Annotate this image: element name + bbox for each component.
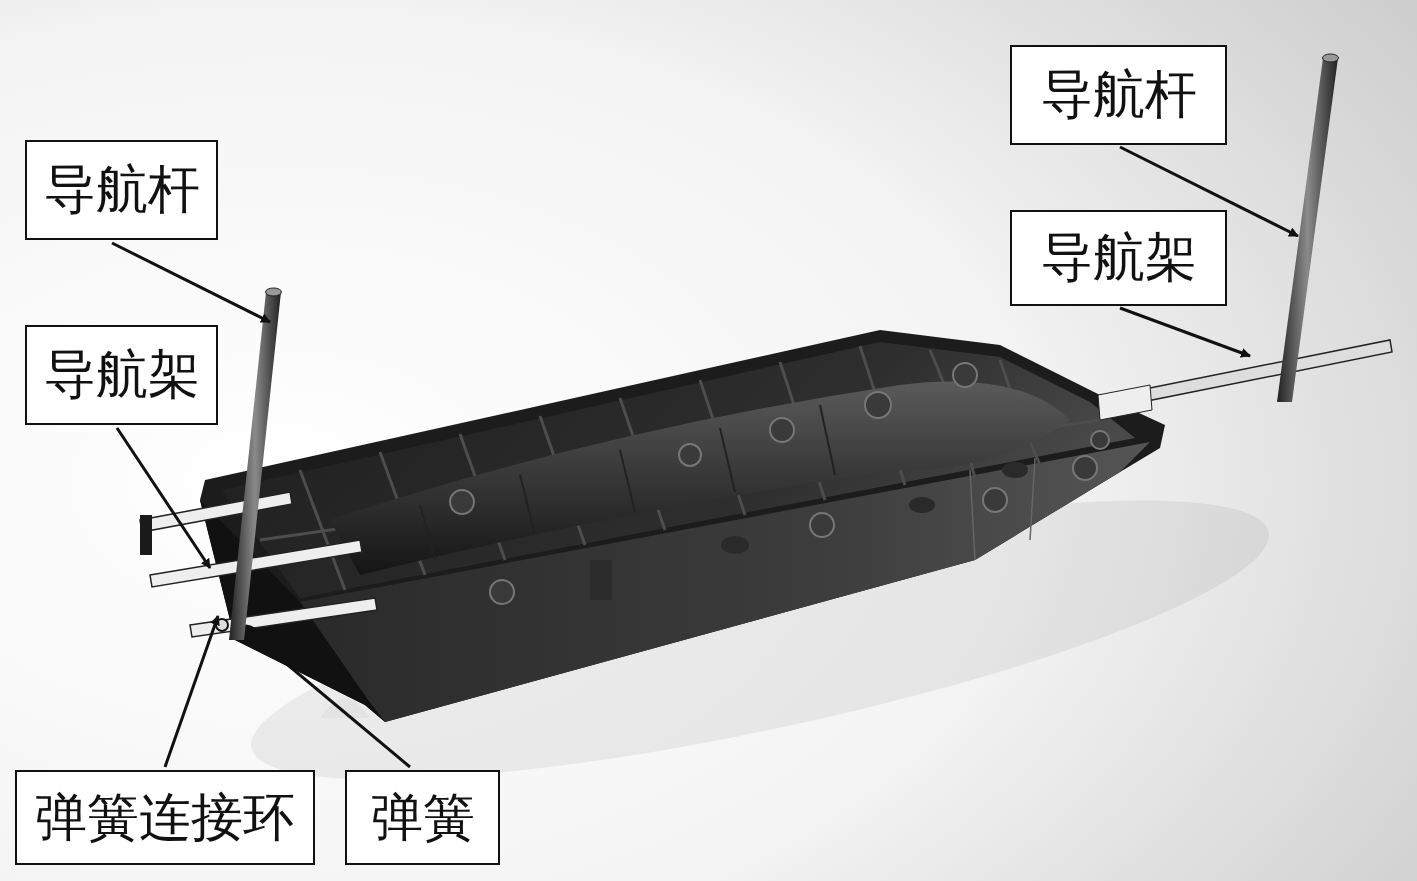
callout-box: 导航杆 (1010, 45, 1227, 145)
callout-label: 导航架 (1041, 229, 1197, 286)
callout-label: 弹簧 (371, 789, 475, 846)
callout-box: 弹簧 (345, 770, 500, 865)
callout-box: 弹簧连接环 (15, 770, 315, 865)
callout-label: 弹簧连接环 (35, 789, 295, 846)
callout-label: 导航架 (44, 346, 200, 403)
callout-label: 导航杆 (44, 161, 200, 218)
callout-label: 导航杆 (1041, 66, 1197, 123)
callout-box: 导航架 (25, 325, 218, 425)
callout-box: 导航架 (1010, 210, 1227, 306)
callout-box: 导航杆 (25, 140, 218, 240)
